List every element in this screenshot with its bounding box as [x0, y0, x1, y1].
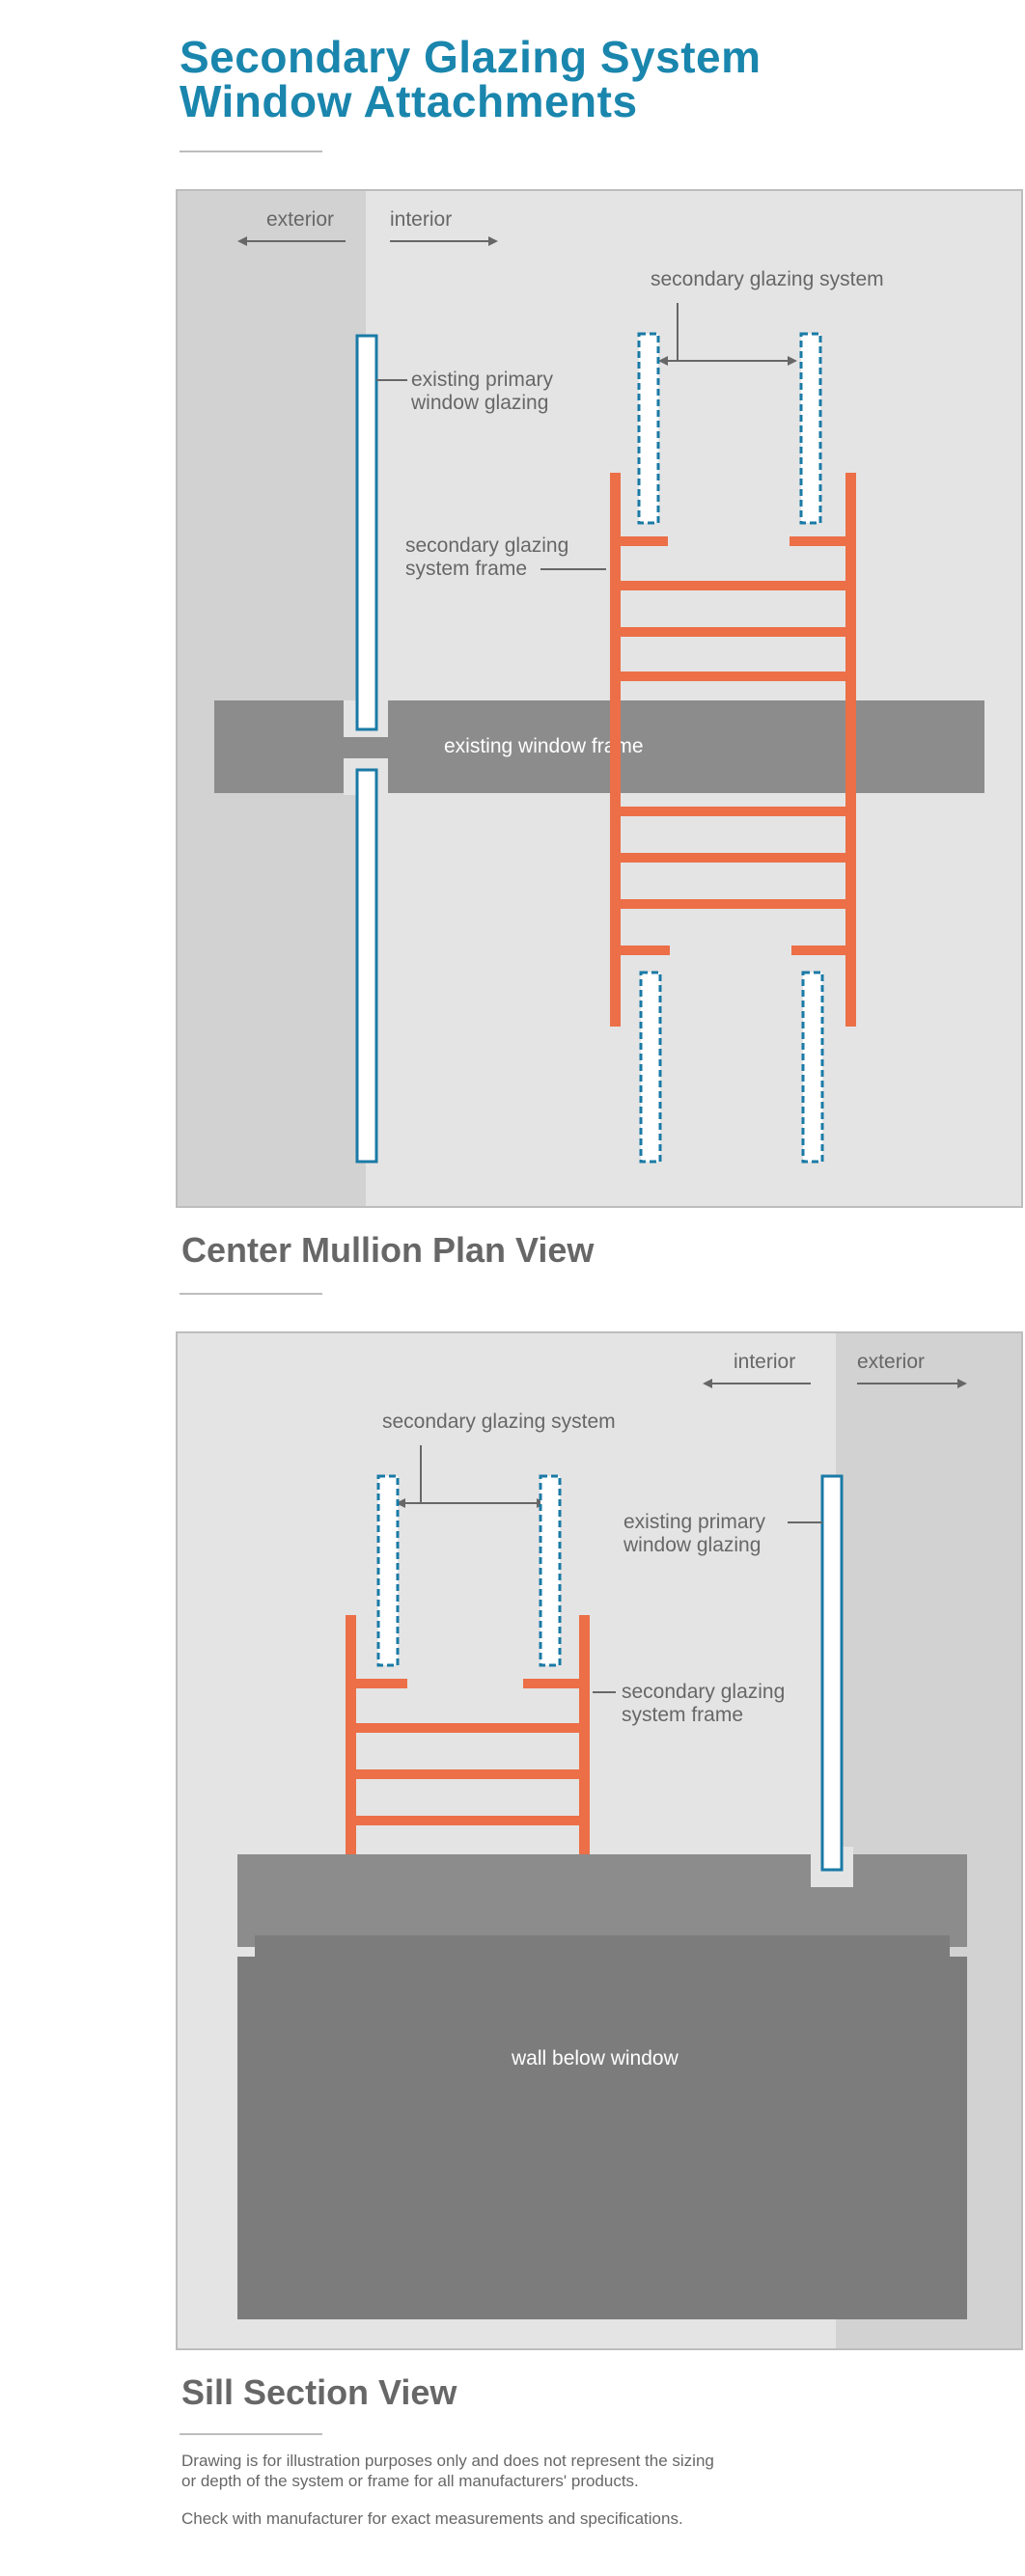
disclaimer-note: Drawing is for illustration purposes onl… [181, 2451, 876, 2491]
primary-glazing [811, 1474, 853, 1887]
panel-border [176, 189, 1023, 1208]
primary-glazing-label-1: existing primary [411, 369, 554, 391]
wall-label: wall below window [511, 2047, 679, 2069]
exterior-arrow-icon [237, 236, 346, 246]
interior-label: interior [734, 1351, 795, 1373]
sill-view-divider [180, 2433, 322, 2435]
secondary-glazing-panes [637, 332, 824, 1164]
frame-label-2: system frame [405, 558, 527, 580]
secondary-glazing-panes [376, 1474, 562, 1667]
secondary-glazing-frame [346, 1615, 590, 1854]
secondary-system-label: secondary glazing system [382, 1411, 616, 1433]
primary-glazing-label-2: window glazing [410, 392, 548, 414]
check-note: Check with manufacturer for exact measur… [181, 2509, 683, 2528]
window-frame-label: existing window frame [444, 735, 644, 757]
secondary-system-label: secondary glazing system [651, 268, 884, 290]
plan-view-panel: exterior interior secondary glazing syst… [176, 189, 1023, 1208]
sill-step [255, 1935, 950, 1964]
plan-view-drawing: exterior interior secondary glazing syst… [176, 189, 1023, 1208]
secondary-system-bracket [658, 303, 797, 366]
exterior-arrow-icon [857, 1379, 967, 1388]
primary-glazing-label-2: window glazing [623, 1534, 761, 1556]
exterior-area [177, 190, 366, 1207]
interior-arrow-icon [390, 236, 498, 246]
primary-glazing-label-1: existing primary [623, 1511, 766, 1533]
title-divider [180, 151, 322, 152]
frame-label-1: secondary glazing [622, 1681, 785, 1703]
page-title: Secondary Glazing System Window Attachme… [180, 35, 762, 123]
disclaimer-line-2: or depth of the system or frame for all … [181, 2472, 639, 2490]
panel-border [176, 1331, 1023, 2350]
window-sill [237, 1854, 967, 1947]
wall-below-window [237, 1957, 967, 2319]
secondary-glazing-frame [610, 473, 856, 1027]
exterior-label: exterior [266, 208, 334, 231]
title-line-2: Window Attachments [180, 76, 638, 126]
sill-view-panel: interior exterior secondary glazing syst… [176, 1331, 1023, 2350]
title-line-1: Secondary Glazing System [180, 32, 762, 82]
plan-view-title: Center Mullion Plan View [181, 1230, 595, 1270]
interior-arrow-icon [703, 1379, 811, 1388]
interior-label: interior [390, 208, 452, 231]
disclaimer-line-1: Drawing is for illustration purposes onl… [181, 2452, 714, 2470]
plan-view-divider [180, 1293, 322, 1295]
exterior-label: exterior [857, 1351, 925, 1373]
primary-glazing [344, 334, 388, 1164]
sill-view-title: Sill Section View [181, 2372, 457, 2412]
sill-view-drawing: interior exterior secondary glazing syst… [176, 1331, 1023, 2350]
frame-label-1: secondary glazing [405, 534, 568, 557]
frame-label-2: system frame [622, 1704, 743, 1726]
